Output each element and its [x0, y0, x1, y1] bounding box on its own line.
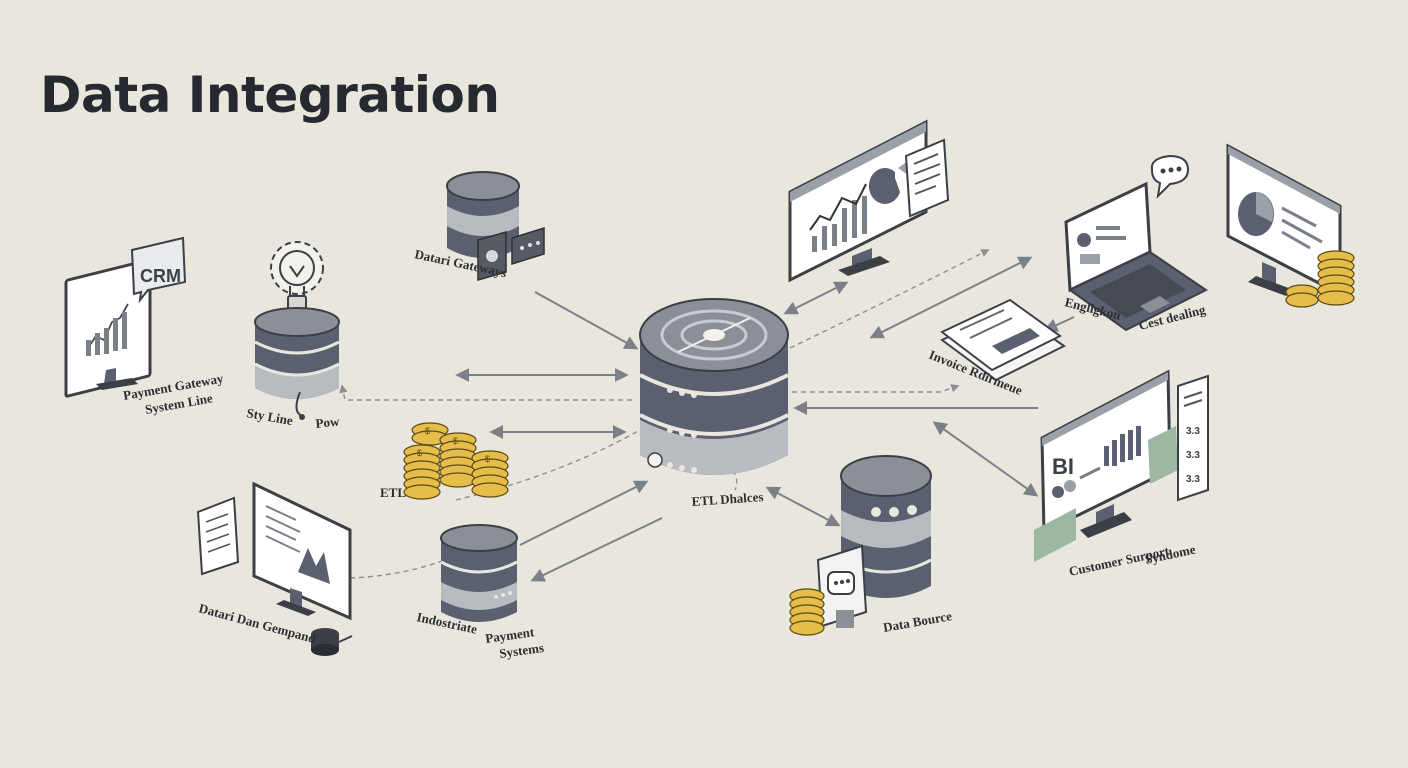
monitor-icon: [788, 119, 928, 283]
monitor-icon: BI: [1034, 369, 1178, 562]
connector-gateways: [534, 291, 639, 350]
chat-bubble-icon: [1150, 154, 1190, 199]
lightbulb-gear-icon: [270, 241, 324, 311]
dashed-right-mid: [792, 384, 960, 393]
customer-support-label-2: Syndome: [1144, 542, 1198, 567]
document-icon: [940, 298, 1066, 382]
connector-bi-b: [932, 421, 1039, 497]
laptop-icon: [1064, 181, 1208, 332]
svg-text:$: $: [417, 448, 422, 458]
database-icon: [254, 307, 340, 399]
coin-stack-icon: [789, 588, 825, 636]
dashed-right-top: [789, 249, 990, 349]
central-etl-database: ETL Dhalces: [639, 298, 789, 509]
bi-label: BI: [1052, 454, 1074, 479]
data-bource-label: Data Bource: [882, 608, 953, 635]
camera-icon: [311, 628, 353, 656]
payment-systems: Indostriate Payment Systems: [415, 524, 545, 661]
clipboard-icon: [196, 496, 240, 576]
lightbulb-database: Sty Line Pow: [245, 241, 341, 431]
pie-monitor: [1226, 143, 1355, 308]
crm-label: CRM: [140, 266, 181, 286]
invoice-documents: Invoice Rdirmeue: [927, 298, 1066, 398]
dashed-left-db: [339, 384, 632, 401]
document-icon: 3.3 3.3 3.3: [1177, 374, 1209, 502]
server-icon: [477, 226, 545, 281]
connector-payment-b: [530, 517, 663, 582]
svg-text:$: $: [453, 436, 458, 446]
laptop: Engligkon Cest dealing: [1063, 154, 1208, 333]
connector-payment-a: [519, 480, 649, 546]
chat-bubble-icon: CRM: [130, 236, 187, 304]
connectors: [455, 256, 1075, 582]
pow-label: Pow: [315, 414, 341, 431]
data-source: Data Bource: [789, 455, 953, 636]
monitor-icon: [252, 481, 352, 621]
sty-line-label: Sty Line: [245, 405, 294, 428]
connector-invoice: [1043, 316, 1075, 332]
svg-text:$: $: [425, 426, 430, 436]
connector-dashboard: [783, 281, 849, 315]
svg-text:$: $: [485, 454, 490, 464]
data-gateways: Datari Gateways: [413, 171, 545, 281]
payment-systems-label-1: Payment: [484, 624, 535, 646]
coin-stack-icon: [1285, 250, 1355, 308]
document-icon: [904, 138, 950, 218]
side-panel-value-1: 3.3: [1186, 426, 1200, 437]
etl-center-label: ETL Dhalces: [691, 489, 764, 509]
side-panel-value-2: 3.3: [1186, 450, 1200, 461]
coin-stack-icon: $ $ $ $: [403, 422, 509, 500]
document-monitor: Datari Dan Gempand: [196, 481, 353, 656]
dashboard-monitor: [788, 119, 950, 283]
bi-monitor: BI 3.3 3.3 3.3 Cu: [1034, 369, 1209, 579]
page-title: Data Integration: [40, 66, 500, 124]
etl-left-label: ETL: [380, 485, 406, 500]
dashed-etl: [455, 429, 641, 501]
crm-monitor: CRM Payment Gateway System Line: [64, 236, 225, 417]
database-icon: [440, 524, 518, 622]
connector-laptop: [869, 256, 1033, 339]
dashed-monitor: [349, 547, 473, 579]
side-panel-value-3: 3.3: [1186, 474, 1200, 485]
payment-systems-label-2: Systems: [498, 640, 544, 661]
monitor-icon: [1226, 143, 1342, 297]
chat-icon: [816, 544, 868, 628]
pie-chart-icon: [1238, 192, 1274, 236]
connector-data-source: [765, 486, 841, 527]
